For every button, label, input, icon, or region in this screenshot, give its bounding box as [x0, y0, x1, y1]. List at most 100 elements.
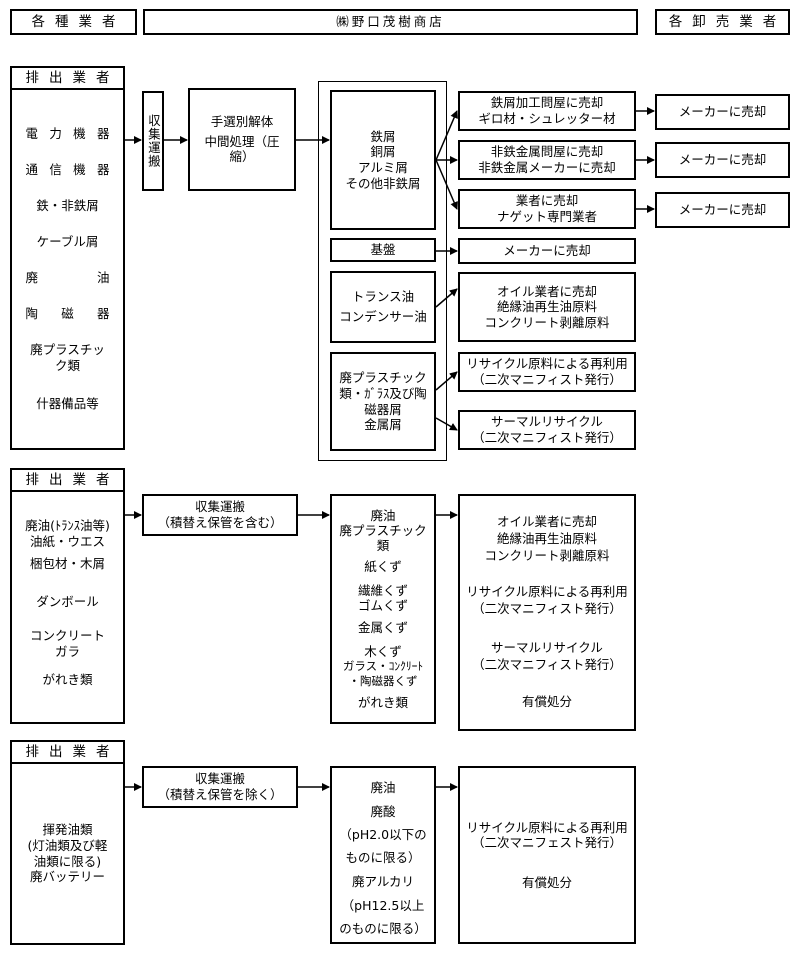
s1-board-label: 基盤 — [370, 242, 396, 258]
s2-dest-5: サーマルリサイクル — [491, 640, 603, 655]
s1-dest-thermal-0: サーマルリサイクル — [491, 414, 603, 430]
s1-plastics: 廃プラスチック類・ｶﾞﾗｽ及び陶磁器屑 金属屑 — [330, 352, 436, 451]
s1-source-1: 通信機器 — [25, 162, 110, 177]
s2-material-8: ガラス・ｺﾝｸﾘｰﾄ — [342, 659, 424, 673]
s1-oils: トランス油 コンデンサー油 — [330, 271, 436, 343]
s3-material-5: （pH12.5以上 — [341, 898, 425, 913]
s2-material-7: 木くず — [364, 644, 402, 659]
s1-processing: 手選別解体 中間処理（圧縮） — [188, 88, 296, 191]
s2-dest-0: オイル業者に売却 — [496, 514, 597, 529]
s2-destinations: オイル業者に売却 絶縁油再生油原料 コンクリート剥離原料 リサイクル原料による再… — [458, 494, 636, 731]
s2-sources: 廃油(ﾄﾗﾝｽ油等) 油紙・ウエス 梱包材・木屑 ダンボール コンクリートガラ … — [10, 490, 125, 724]
s3-header: 排出業者 — [10, 740, 125, 764]
s2-header-label: 排出業者 — [25, 471, 120, 488]
s1-metals: 鉄屑 銅屑 アルミ屑 その他非鉄屑 — [330, 90, 436, 230]
s1-source-7: 什器備品等 — [36, 396, 99, 411]
s1-dest-iron: 鉄屑加工問屋に売却 ギロ材・シュレッター材 — [458, 91, 636, 131]
s1-dest-nugget: 業者に売却 ナゲット専門業者 — [458, 189, 636, 229]
s1-source-0: 電力機器 — [25, 126, 110, 141]
s2-dest-4: （二次マニフィスト発行） — [472, 601, 622, 616]
s1-header: 排出業者 — [10, 66, 125, 90]
s1-plastic-1: 金属屑 — [364, 417, 402, 433]
s1-dest-board-label: メーカーに売却 — [503, 243, 591, 259]
s3-dest-2: 有償処分 — [521, 874, 572, 890]
s1-source-2: 鉄・非鉄屑 — [36, 198, 99, 213]
s2-material-9: ・陶磁器くず — [348, 674, 418, 688]
s3-source-3: 廃バッテリー — [29, 869, 105, 885]
s2-source-2: 梱包材・木屑 — [29, 556, 105, 571]
s3-header-label: 排出業者 — [25, 743, 120, 760]
s1-dest-oil-1: 絶縁油再生油原料 — [496, 299, 597, 315]
header-wholesalers: 各卸売業者 — [655, 9, 790, 35]
s2-material-6: 金属くず — [357, 620, 408, 635]
s3-sources: 揮発油類 (灯油類及び軽 油類に限る) 廃バッテリー — [10, 762, 125, 945]
s1-dest-nonferrous-0: 非鉄金属問屋に売却 — [490, 144, 604, 160]
s2-source-4: コンクリートガラ — [29, 628, 105, 659]
s1-oil-1: コンデンサー油 — [339, 309, 427, 324]
s2-source-1: 油紙・ウエス — [29, 534, 105, 549]
s1-dest-board: メーカーに売却 — [458, 238, 636, 264]
s1-dest-thermal: サーマルリサイクル （二次マニフィスト発行） — [458, 410, 636, 450]
s1-oil-0: トランス油 — [351, 289, 415, 305]
s1-metal-2: アルミ屑 — [358, 160, 408, 175]
s2-collection-1: （積替え保管を含む） — [157, 515, 283, 530]
s1-maker-sale-2: メーカーに売却 — [655, 142, 790, 178]
s1-dest-nugget-1: ナゲット専門業者 — [496, 209, 597, 224]
s1-maker-sale-2-label: メーカーに売却 — [678, 152, 767, 168]
s1-dest-oil: オイル業者に売却 絶縁油再生油原料 コンクリート剥離原料 — [458, 272, 636, 342]
s2-material-4: 繊維くず — [357, 583, 408, 598]
s2-source-5: がれき類 — [42, 672, 93, 687]
s2-material-5: ゴムくず — [357, 598, 408, 613]
header-company: ㈱野口茂樹商店 — [143, 9, 638, 35]
s2-collection: 収集運搬 （積替え保管を含む） — [142, 494, 298, 536]
s3-material-0: 廃油 — [370, 780, 396, 795]
s1-dest-iron-1: ギロ材・シュレッター材 — [478, 111, 616, 126]
s2-collection-0: 収集運搬 — [194, 499, 245, 515]
s2-material-0: 廃油 — [370, 508, 396, 523]
s2-dest-2: コンクリート剥離原料 — [484, 548, 610, 563]
s1-plastic-0: 廃プラスチック類・ｶﾞﾗｽ及び陶磁器屑 — [339, 370, 427, 417]
s1-metal-0: 鉄屑 — [370, 128, 396, 144]
s1-dest-recycle-1: （二次マニフィスト発行） — [472, 372, 622, 387]
s3-dest-0: リサイクル原料による再利用 — [466, 819, 628, 835]
s2-material-2: 類 — [376, 538, 390, 553]
s1-processing-0: 手選別解体 — [210, 114, 274, 130]
s1-metal-3: その他非鉄屑 — [345, 175, 421, 191]
s2-material-10: がれき類 — [357, 695, 408, 710]
s1-maker-sale-1: メーカーに売却 — [655, 94, 790, 130]
s1-sources: 電力機器 通信機器 鉄・非鉄屑 ケーブル屑 廃油 陶磁器 廃プラスチック類 什器… — [10, 88, 125, 450]
s1-dest-recycle: リサイクル原料による再利用 （二次マニフィスト発行） — [458, 352, 636, 392]
s1-dest-recycle-0: リサイクル原料による再利用 — [466, 356, 628, 372]
s1-maker-sale-3: メーカーに売却 — [655, 192, 790, 228]
s1-header-label: 排出業者 — [25, 69, 120, 86]
s2-material-3: 紙くず — [364, 559, 402, 574]
s1-source-4: 廃油 — [25, 270, 110, 285]
s3-material-1: 廃酸 — [370, 804, 396, 819]
s2-dest-3: リサイクル原料による再利用 — [466, 584, 628, 599]
s1-dest-nonferrous-1: 非鉄金属メーカーに売却 — [478, 160, 616, 175]
s2-dest-7: 有償処分 — [521, 694, 572, 709]
s3-collection-1: （積替え保管を除く） — [157, 787, 283, 802]
s3-source-1: (灯油類及び軽 — [27, 837, 108, 853]
s1-source-5: 陶磁器 — [25, 306, 110, 321]
s2-dest-1: 絶縁油再生油原料 — [496, 531, 597, 546]
s1-dest-oil-2: コンクリート剥離原料 — [484, 314, 610, 330]
s3-material-3: ものに限る） — [345, 850, 421, 865]
s2-material-1: 廃プラスチック — [339, 523, 427, 538]
s3-collection: 収集運搬 （積替え保管を除く） — [142, 766, 298, 808]
s1-board: 基盤 — [330, 238, 436, 262]
header-right-label: 各卸売業者 — [668, 13, 787, 30]
s3-material-6: のものに限る） — [339, 921, 427, 936]
s1-collection-label: 収集運搬 — [145, 114, 161, 168]
s1-collection: 収集運搬 — [142, 91, 164, 191]
s1-source-6: 廃プラスチック類 — [30, 342, 105, 373]
header-left-label: 各種業者 — [31, 13, 126, 30]
s1-dest-nonferrous: 非鉄金属問屋に売却 非鉄金属メーカーに売却 — [458, 140, 636, 180]
header-various-businesses: 各種業者 — [10, 9, 137, 35]
s1-metal-1: 銅屑 — [370, 144, 396, 160]
s1-source-3: ケーブル屑 — [36, 234, 99, 249]
s2-header: 排出業者 — [10, 468, 125, 492]
s3-source-0: 揮発油類 — [42, 822, 93, 838]
s3-destinations: リサイクル原料による再利用 （二次マニフェスト発行） 有償処分 — [458, 766, 636, 944]
